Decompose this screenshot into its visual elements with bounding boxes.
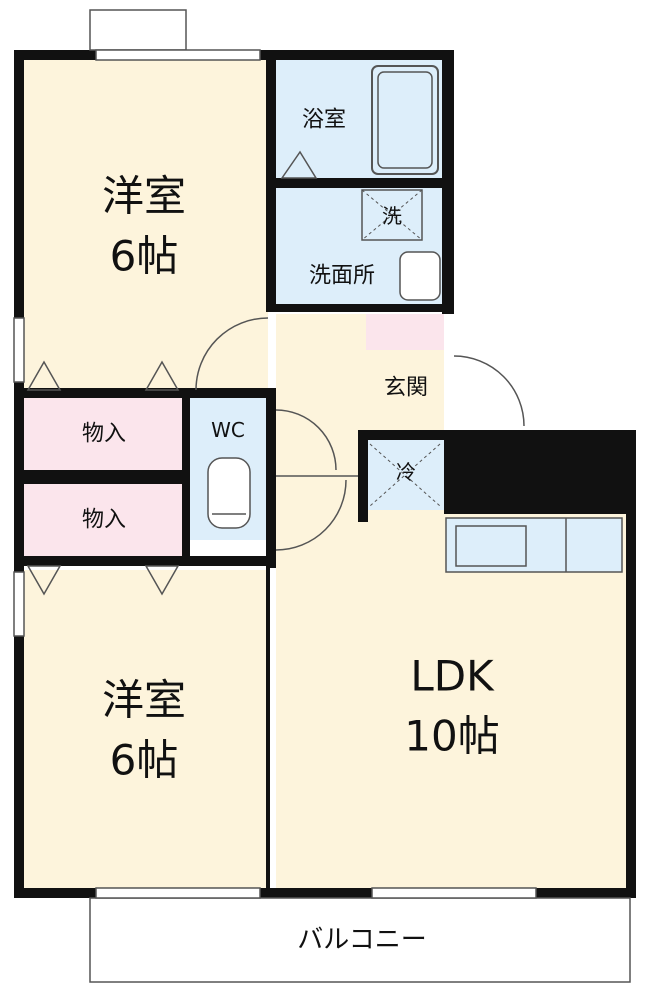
washroom-label: 洗面所 [309, 264, 375, 289]
door-arc-wc [275, 409, 337, 471]
ldk-name: LDK [410, 652, 495, 701]
window-west-top [13, 317, 25, 383]
window-west-bottom [13, 571, 25, 637]
bathtub [371, 65, 439, 175]
closet-door-mark-1 [26, 360, 62, 391]
wall-room-ldk [266, 566, 270, 888]
storage-bottom-floor [24, 484, 182, 556]
wall-bath-wash [266, 178, 442, 188]
window-bottom-right [371, 887, 537, 899]
wall-south [14, 888, 636, 898]
washer-diag-2 [361, 189, 423, 241]
hall-floor [276, 314, 366, 434]
western-room-bottom-name: 洋室 [102, 676, 186, 725]
toilet [207, 457, 251, 529]
fridge-label: 冷 [396, 460, 416, 484]
ldk-size: 10帖 [404, 712, 499, 761]
window-bottom-left [95, 887, 261, 899]
wall-storage-room [14, 556, 276, 566]
window-top [95, 49, 261, 61]
bath-door-mark [280, 150, 318, 179]
closet-door-mark-2 [144, 360, 180, 391]
wall-fridge-west [358, 430, 368, 522]
western-room-bottom-size: 6帖 [110, 736, 179, 785]
bath-label: 浴室 [302, 108, 346, 133]
shoe-box [366, 314, 444, 350]
door-arc-room-top [195, 317, 269, 391]
washer-label: 洗 [382, 204, 402, 228]
balcony [89, 897, 631, 983]
storage-top-floor [24, 398, 182, 470]
kitchen-sink [455, 525, 527, 567]
western-room-top-floor [24, 60, 268, 390]
western-room-top-name: 洋室 [102, 172, 186, 221]
wall-wash-hall [266, 304, 444, 312]
fridge-space [366, 440, 444, 510]
storage-bottom-label: 物入 [82, 508, 126, 533]
door-arc-ldk [275, 479, 347, 551]
closet-door-mark-3 [26, 565, 62, 596]
bathtub-inner [377, 71, 433, 169]
wall-room-storage [14, 388, 276, 398]
western-room-top-size: 6帖 [110, 232, 179, 281]
storage-top-label: 物入 [82, 422, 126, 447]
kitchen-counter [445, 517, 623, 573]
wall-entrance-south [358, 430, 448, 440]
wall-wc-hall [266, 388, 276, 568]
wall-east [626, 430, 636, 898]
wall-north-east [442, 50, 454, 314]
wash-basin [399, 251, 441, 301]
balcony-label: バルコニー [297, 925, 426, 955]
western-room-bottom-floor [24, 570, 268, 890]
wall-between-storage [14, 470, 190, 484]
wc-label: WC [211, 418, 245, 442]
door-arc-entrance [453, 355, 525, 427]
entrance-label: 玄関 [384, 376, 428, 401]
closet-door-mark-4 [144, 565, 180, 596]
washer-diag-1 [361, 189, 423, 241]
window-top-balcony [89, 9, 187, 51]
kitchen-wall-block [444, 430, 636, 514]
